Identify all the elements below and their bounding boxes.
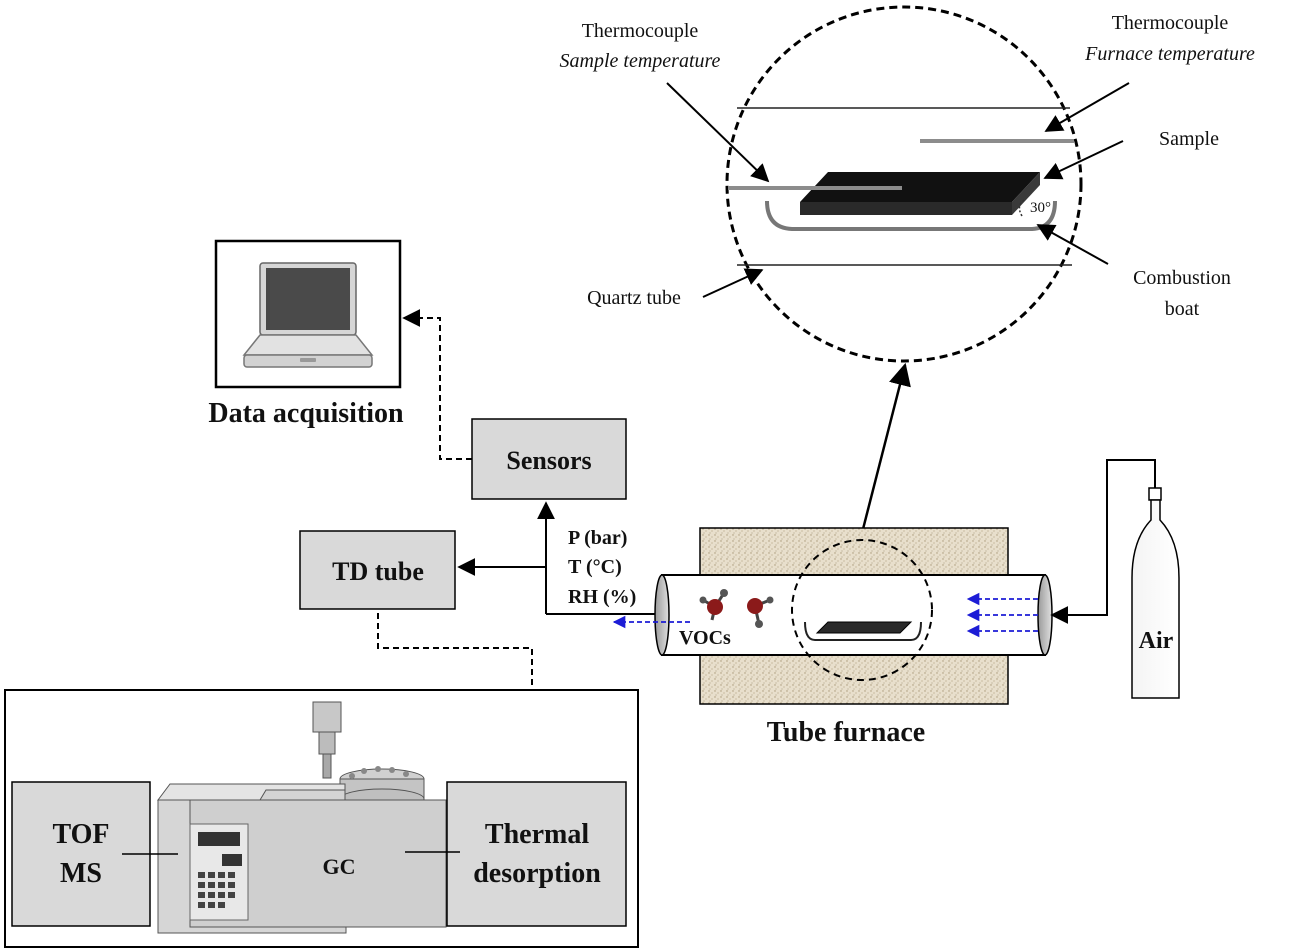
pressure-label: P (bar) bbox=[568, 527, 627, 549]
zoom-detail: 30° bbox=[725, 5, 1083, 363]
tube-right-end bbox=[1037, 574, 1053, 656]
thermocouple-sample-pointer bbox=[666, 82, 770, 183]
tof-ms-label-line1: TOF bbox=[52, 819, 109, 850]
temperature-label: T (°C) bbox=[568, 556, 622, 578]
sample-label: Sample bbox=[1159, 128, 1219, 150]
td-tube-label: TD tube bbox=[332, 557, 424, 586]
tof-ms-label-line2: MS bbox=[60, 858, 102, 889]
thermal-desorption-label-line1: Thermal bbox=[485, 819, 589, 850]
thermal-desorption-box bbox=[446, 781, 627, 927]
gc-instrument-illustration bbox=[157, 701, 447, 934]
sensors-label: Sensors bbox=[506, 446, 591, 475]
furnace-sample bbox=[815, 621, 913, 634]
zoom-connector-arrow bbox=[860, 362, 911, 534]
thermocouple-furnace-title: Thermocouple bbox=[1112, 12, 1229, 34]
tube-left-end bbox=[654, 574, 670, 656]
gc-label: GC bbox=[323, 854, 356, 879]
laptop-icon bbox=[242, 262, 374, 368]
quartz-tube-label: Quartz tube bbox=[587, 287, 681, 309]
combustion-boat-pointer bbox=[1036, 224, 1109, 265]
combustion-boat bbox=[765, 200, 1057, 231]
thermocouple-furnace-pointer bbox=[1044, 82, 1130, 132]
furnace-combustion-boat bbox=[804, 621, 922, 641]
furnace-zoom-region bbox=[791, 539, 933, 681]
thermocouple-furnace-subtitle: Furnace temperature bbox=[1084, 43, 1255, 65]
quartz-tube-pointer bbox=[702, 268, 764, 298]
air-cylinder-icon bbox=[1131, 487, 1180, 699]
humidity-label: RH (%) bbox=[568, 586, 636, 608]
air-supply-line bbox=[1050, 459, 1156, 624]
data-acquisition-box bbox=[214, 239, 402, 389]
thermocouple-sample-title: Thermocouple bbox=[582, 20, 699, 42]
tube-furnace-label: Tube furnace bbox=[767, 717, 925, 748]
angle-arc bbox=[1018, 199, 1025, 217]
vocs-label: VOCs bbox=[679, 627, 731, 649]
combustion-boat-label-line1: Combustion bbox=[1133, 267, 1231, 289]
td-tube-box bbox=[299, 530, 456, 610]
combustion-boat-label-line2: boat bbox=[1165, 298, 1200, 320]
voc-molecules bbox=[699, 589, 774, 628]
sample-pointer bbox=[1043, 140, 1124, 180]
data-acquisition-label: Data acquisition bbox=[208, 398, 404, 429]
thermal-desorption-label-line2: desorption bbox=[473, 858, 601, 889]
air-label: Air bbox=[1139, 628, 1174, 654]
sensors-to-data-acquisition-line bbox=[402, 309, 472, 460]
thermocouple-sample-subtitle: Sample temperature bbox=[560, 50, 721, 72]
angle-label: 30° bbox=[1030, 200, 1051, 216]
tube-furnace: VOCs bbox=[612, 527, 1053, 705]
sample-plate bbox=[800, 172, 1040, 215]
